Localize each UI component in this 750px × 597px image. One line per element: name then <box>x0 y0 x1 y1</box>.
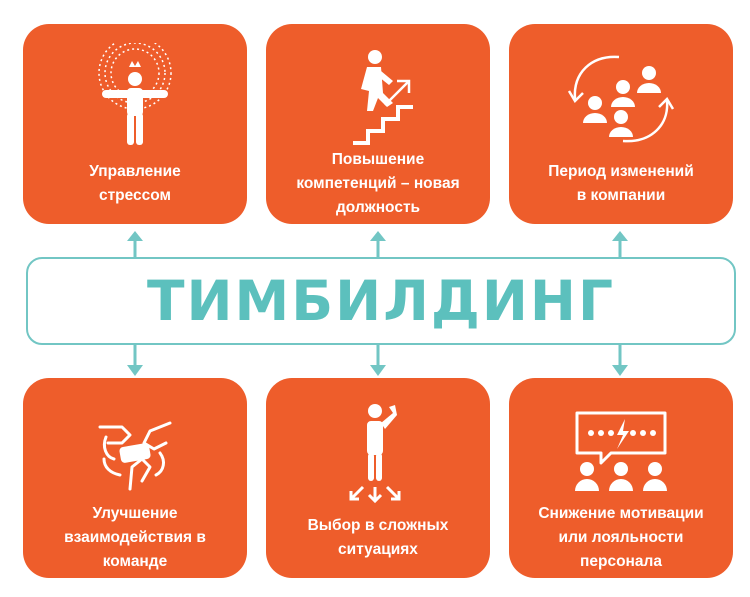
thinking-person-choice-icon <box>266 392 490 512</box>
card-label: Улучшение взаимодействия в команде <box>64 505 206 570</box>
card-label: Выбор в сложных ситуациях <box>307 517 449 558</box>
team-conflict-chat-icon <box>509 392 733 512</box>
arrow-up-1 <box>127 231 143 257</box>
career-stairs-icon <box>266 38 490 158</box>
card-label: Снижение мотивации или лояльности персон… <box>538 505 704 570</box>
joined-hands-icon <box>23 392 247 512</box>
arrow-up-2 <box>370 231 386 257</box>
card-competence-promotion: Повышение компетенций – новая должность <box>266 24 490 224</box>
arrow-down-1 <box>127 345 143 376</box>
card-label: Период изменений в компании <box>548 163 694 204</box>
card-label: Управление стрессом <box>89 163 181 204</box>
banner-title: ТИМБИЛДИНГ <box>146 269 615 333</box>
arrow-up-3 <box>612 231 628 257</box>
card-team-interaction: Улучшение взаимодействия в команде <box>23 378 247 578</box>
stress-meditation-icon <box>23 38 247 158</box>
card-stress-management: Управление стрессом <box>23 24 247 224</box>
card-label: Повышение компетенций – новая должность <box>296 151 460 216</box>
card-difficult-choice: Выбор в сложных ситуациях <box>266 378 490 578</box>
arrow-down-3 <box>612 345 628 376</box>
card-motivation-decline: Снижение мотивации или лояльности персон… <box>509 378 733 578</box>
team-change-cycle-icon <box>509 38 733 158</box>
card-change-period: Период изменений в компании <box>509 24 733 224</box>
teambuilding-banner: ТИМБИЛДИНГ <box>26 257 736 345</box>
arrow-down-2 <box>370 345 386 376</box>
